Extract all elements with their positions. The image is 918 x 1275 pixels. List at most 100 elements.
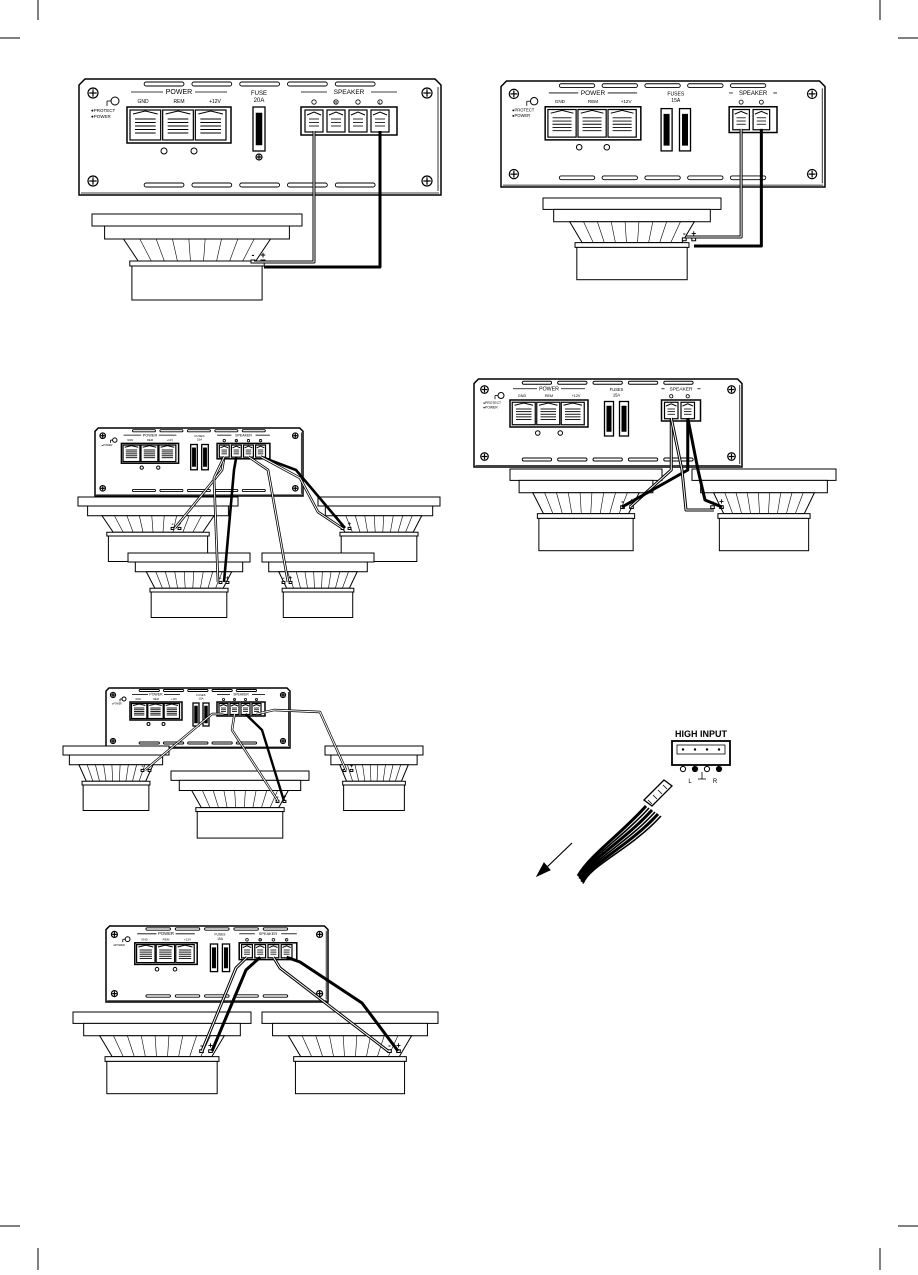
wire-outline	[244, 713, 286, 802]
speaker-cone-rib	[162, 515, 165, 533]
input-wire	[578, 808, 654, 880]
speaker-frame	[170, 770, 310, 781]
terminal-clamp	[198, 110, 224, 115]
wire-core	[201, 956, 248, 1052]
speaker-basket	[700, 479, 828, 494]
wire-core	[248, 456, 289, 583]
vent-slot	[174, 994, 201, 998]
fuses-rating-label: 15A	[217, 937, 224, 941]
plug-notch	[657, 789, 663, 795]
speaker-frame	[317, 496, 441, 507]
wire-outline	[286, 955, 400, 1052]
polarity-plus-icon	[311, 99, 317, 105]
screw-icon	[87, 87, 99, 99]
speaker-cone-rib	[207, 571, 214, 589]
speaker-cone-rib	[597, 221, 605, 243]
polarity-plus-icon	[703, 765, 711, 773]
mount-screw	[603, 143, 611, 151]
wire-positive	[272, 956, 389, 1053]
speaker-cone-rib	[347, 764, 353, 782]
speaker-cone-rib	[637, 221, 640, 243]
power-12v-label: +12V	[184, 937, 191, 941]
wire-positive	[256, 708, 348, 771]
vent-slot	[241, 488, 266, 493]
speaker-cone-rib	[390, 515, 394, 533]
speaker-cone-rib	[183, 571, 186, 589]
polarity-plus-icon	[669, 394, 674, 399]
vent-slot	[131, 488, 156, 493]
speaker-cone-rib	[388, 764, 394, 782]
mount-screw	[139, 465, 144, 470]
terminal-plus-label: +	[348, 521, 352, 528]
input-wire	[582, 815, 662, 884]
power-terminal	[175, 943, 195, 964]
speaker-cone-rib	[118, 764, 121, 782]
speaker-terminals: -+	[281, 575, 293, 585]
speaker-terminal	[242, 444, 254, 458]
vent-slot	[262, 927, 289, 931]
speaker-block-title: SPEAKER	[670, 386, 693, 392]
channel-label: R	[334, 100, 338, 105]
speaker-rim	[281, 587, 355, 593]
speaker-cone-rib	[111, 764, 114, 782]
vent-slot	[239, 81, 280, 87]
vent-slot	[729, 175, 767, 181]
terminal-minus-label: -	[171, 521, 173, 528]
speaker-basket	[272, 1022, 428, 1037]
fuse-element	[606, 405, 612, 432]
speaker-cone-rib	[178, 1035, 184, 1057]
vent-slot	[235, 689, 258, 692]
terminal-clamp	[232, 445, 241, 449]
speaker-cone-rib	[216, 238, 222, 262]
input-wire	[578, 807, 650, 878]
speaker-terminal	[280, 943, 293, 959]
wire-positive	[230, 713, 280, 802]
speaker-cone-rib	[366, 1035, 371, 1057]
arrow-head-icon	[535, 862, 551, 878]
fuses-label: FUSES	[610, 387, 624, 392]
wire-core	[213, 456, 225, 583]
terminal-clamp	[269, 945, 278, 949]
vent-slot	[644, 175, 681, 181]
speaker-cone-rib	[301, 1035, 312, 1057]
power-terminal	[607, 108, 637, 138]
terminal-clamp	[160, 445, 175, 448]
speaker-basket	[553, 208, 711, 223]
vent-slot	[162, 689, 185, 692]
vent-slot	[729, 83, 767, 88]
speaker-cone-rib	[202, 790, 211, 808]
terminal-plus	[147, 768, 152, 773]
mount-screw	[154, 966, 160, 972]
power-terminal	[162, 109, 194, 141]
vent-slot	[233, 927, 259, 931]
speaker-cone-rib	[200, 571, 204, 589]
led-power-label: ●POWER	[512, 113, 530, 118]
vent-slot	[211, 689, 233, 692]
terminal-plus-label: +	[719, 497, 724, 506]
speaker-cone-rib	[369, 764, 372, 782]
terminal-clamp	[734, 110, 748, 115]
wire-negative	[222, 456, 238, 583]
led-protect-label: ●PROTECT	[512, 107, 535, 112]
terminal-plus-label: +	[208, 1041, 213, 1050]
wire-negative	[260, 455, 346, 529]
speaker-cone-rib	[269, 790, 278, 808]
fuses-label: FUSES	[194, 434, 204, 438]
vent-slot	[687, 83, 724, 88]
terminal-minus	[281, 580, 286, 585]
fuses-rating-label: 15A	[197, 438, 202, 442]
power-gnd-label: GND	[137, 99, 149, 105]
speaker-magnet	[282, 591, 354, 618]
speaker-terminal	[230, 444, 242, 458]
terminal-minus-label: -	[388, 1041, 391, 1050]
direction-arrow	[544, 842, 573, 870]
vent-slot	[592, 380, 623, 385]
terminal-clamp	[514, 402, 534, 406]
speaker-rim	[106, 531, 210, 537]
polarity-minus-icon	[284, 938, 289, 942]
speaker-frame	[127, 552, 251, 563]
